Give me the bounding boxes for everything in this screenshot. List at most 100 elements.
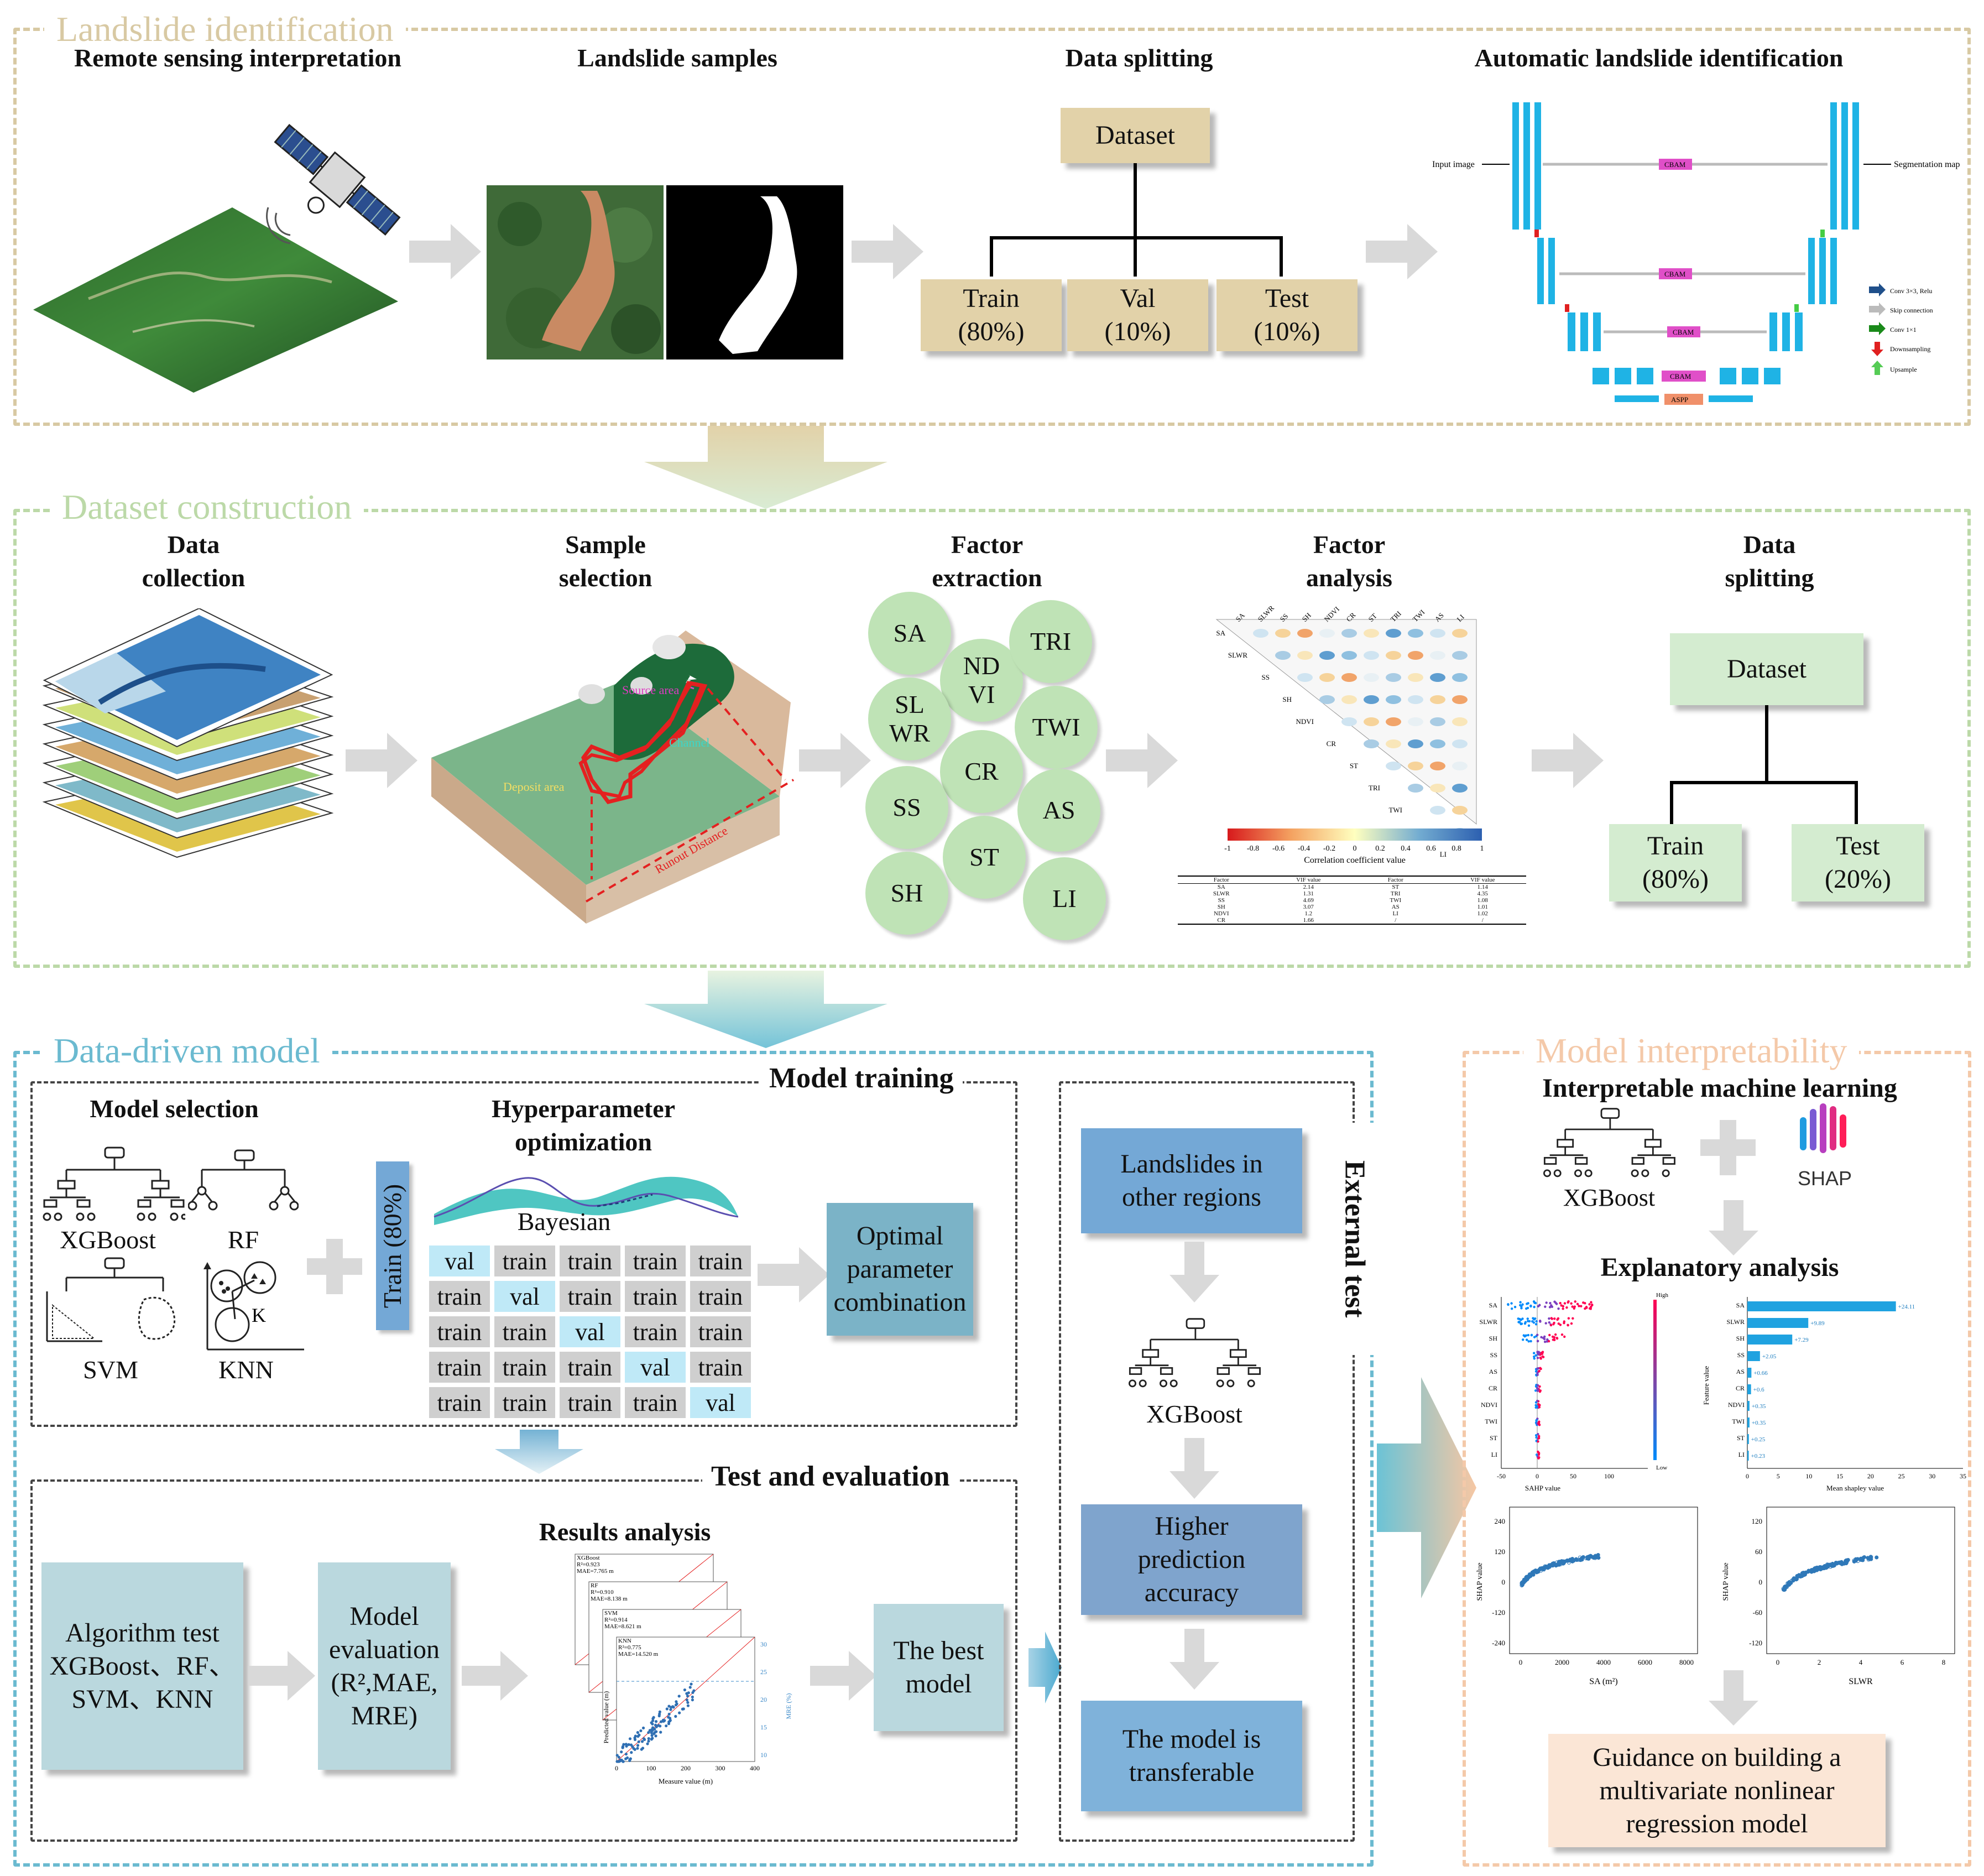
dep2-point — [1852, 1558, 1856, 1562]
scatter-point — [621, 1746, 624, 1749]
bee-point — [1588, 1303, 1591, 1306]
heading-automatic-identification: Automatic landslide identification — [1474, 44, 1844, 72]
dep2-point — [1839, 1560, 1844, 1564]
bee-point — [1536, 1333, 1539, 1336]
dataset-box: Dataset — [1061, 108, 1210, 163]
corr-row-label: TRI — [1369, 784, 1380, 792]
scatter-point — [691, 1698, 694, 1702]
dep1-ytick: -240 — [1492, 1639, 1505, 1647]
vif-header: Factor — [1213, 877, 1229, 883]
dep1-xtick: 2000 — [1555, 1658, 1569, 1666]
bee-point — [1550, 1305, 1554, 1309]
satellite-icon — [266, 124, 401, 244]
scatter-point — [637, 1740, 640, 1743]
arrow-right — [1366, 224, 1438, 279]
cv-cell-train: train — [494, 1352, 555, 1383]
bee-point — [1552, 1338, 1554, 1341]
landslides-other-regions-box: Landslides in other regions — [1081, 1128, 1302, 1233]
dep1-point — [1575, 1558, 1579, 1562]
bee-point — [1521, 1338, 1524, 1341]
bar-xtick: 5 — [1777, 1472, 1780, 1480]
corr-cell — [1408, 762, 1423, 770]
corr-cell — [1297, 673, 1313, 682]
corr-cell — [1452, 673, 1468, 682]
explanatory-analysis-heading: Explanatory analysis — [1600, 1253, 1839, 1282]
terrain-image — [33, 207, 398, 393]
bee-point — [1537, 1437, 1540, 1440]
scatter-point — [636, 1747, 639, 1750]
bee-point — [1537, 1421, 1541, 1425]
cv-cell-train: train — [560, 1352, 620, 1383]
factor-twi: TWI — [1015, 686, 1098, 769]
svm-icon — [46, 1257, 176, 1342]
cv-cell-val: val — [494, 1281, 555, 1312]
bee-point — [1590, 1301, 1593, 1304]
dep1-point — [1559, 1559, 1564, 1564]
plus-icon — [307, 1239, 362, 1294]
corr-cell — [1386, 717, 1401, 726]
svm-mae: MAE=8.621 m — [604, 1623, 641, 1630]
shap-logo-icon — [1800, 1103, 1846, 1153]
cbam-label: CBAM — [1673, 328, 1694, 336]
bee-point — [1527, 1340, 1530, 1343]
cbam-label: CBAM — [1664, 160, 1686, 169]
dep1-point — [1525, 1576, 1529, 1580]
heading-landslide-samples: Landslide samples — [577, 44, 777, 72]
dep2-point — [1862, 1555, 1867, 1559]
scatter-xtick: 400 — [750, 1764, 760, 1772]
unet-input-label: Input image — [1432, 160, 1475, 169]
scatter-y2label: MRE (%) — [785, 1693, 792, 1719]
bar-rect — [1747, 1351, 1760, 1361]
model-label-rf: RF — [227, 1226, 259, 1254]
scatter-point — [667, 1705, 671, 1708]
model-training-title: Model training — [760, 1062, 963, 1095]
cv-cell-train: train — [690, 1352, 751, 1383]
corr-tick: -0.8 — [1247, 845, 1259, 853]
scatter-point — [652, 1716, 655, 1719]
train-box-2: Train (80%) — [1609, 824, 1742, 901]
corr-row-label: SS — [1262, 673, 1270, 681]
dep2-point — [1835, 1561, 1839, 1566]
scatter-y2tick: 10 — [760, 1751, 767, 1759]
bee-point — [1544, 1305, 1547, 1308]
scatter-point — [636, 1734, 640, 1738]
bee-point — [1536, 1399, 1539, 1403]
bee-point — [1539, 1357, 1542, 1360]
dep2-point — [1783, 1585, 1787, 1590]
bee-point — [1535, 1419, 1538, 1422]
corr-tick: 0.8 — [1452, 845, 1461, 853]
scatter-point — [657, 1724, 660, 1727]
bee-point — [1553, 1317, 1556, 1320]
arrow-right — [462, 1651, 528, 1701]
corr-row-label: CR — [1327, 739, 1336, 748]
bar-feature-label: LI — [1738, 1451, 1745, 1458]
bee-point — [1513, 1306, 1517, 1309]
factor-li: LI — [1023, 857, 1106, 940]
rf-tree-icon — [188, 1149, 299, 1211]
corr-row-label: TWI — [1388, 806, 1402, 814]
bar-ylabel: Feature value — [1702, 1366, 1710, 1405]
scatter-point — [683, 1688, 686, 1692]
heading-data-splitting: Data splitting — [1065, 44, 1213, 72]
corr-row-label: NDVI — [1296, 717, 1314, 726]
dep2-xtick: 8 — [1942, 1658, 1946, 1666]
scatter-point — [662, 1719, 666, 1723]
bee-point — [1567, 1301, 1569, 1304]
bee-point — [1532, 1317, 1534, 1320]
dep1-point — [1585, 1555, 1590, 1559]
scatter-y2tick: 25 — [760, 1668, 767, 1676]
scatter-point — [628, 1759, 631, 1762]
knn-mae: MAE=14.520 m — [618, 1651, 659, 1658]
factor-sh: SH — [865, 852, 948, 935]
scatter-point — [667, 1712, 671, 1716]
knn-k-label: K — [252, 1304, 266, 1326]
scatter-point — [651, 1719, 655, 1722]
bee-feature-label: SA — [1489, 1301, 1498, 1309]
landslide-photo — [487, 185, 664, 359]
arrow-down — [1169, 1629, 1219, 1690]
scatter-point — [685, 1698, 688, 1702]
scatter-point — [665, 1707, 669, 1711]
